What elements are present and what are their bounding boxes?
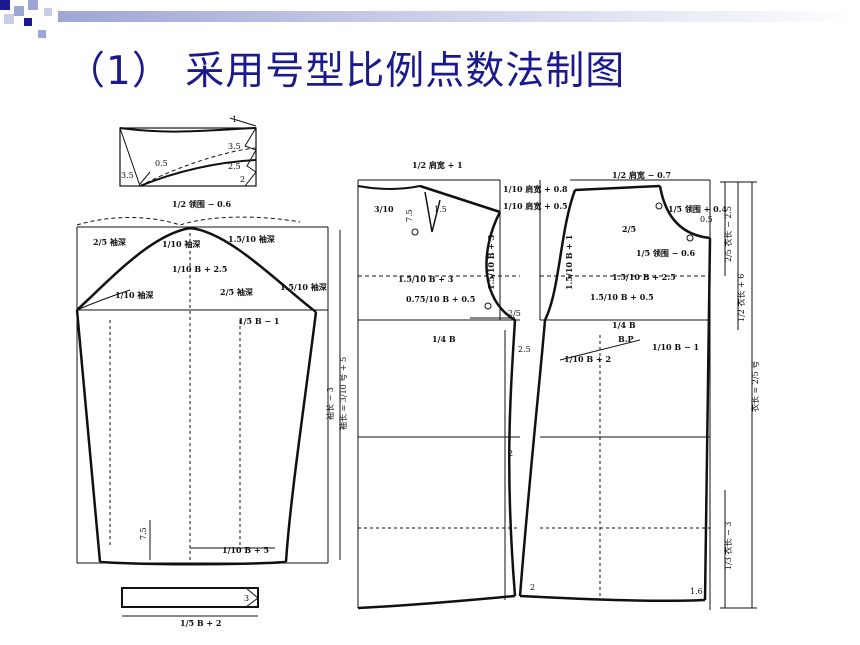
back-label-13: 2 [508, 449, 513, 458]
sleeve-label-7: 1/10 袖深 [115, 290, 153, 300]
sleeve-label-8: 1/5 B − 1 [238, 316, 279, 326]
front-label-12: 1/10 B − 1 [652, 342, 699, 352]
front-label-8: 1.5/10 B + 0.5 [590, 292, 654, 302]
side-dim-label-2: 1/2 衣长 + 6 [736, 274, 746, 322]
sleeve-label-3: 1.5/10 袖深 [228, 234, 275, 244]
back-label-6: 1/10 肩宽 + 0.5 [503, 201, 568, 211]
collar-label-6: 2 [240, 175, 245, 184]
back-label-1: 1/2 肩宽 + 1 [412, 160, 463, 170]
sleeve-label-6: 1.5/10 袖深 [280, 282, 327, 292]
front-label-10: B.P [618, 334, 634, 344]
back-label-3: 7.5 [405, 209, 414, 222]
front-label-1: 1/2 肩宽 − 0.7 [612, 170, 671, 180]
front-label-2: 1/5 领围 + 0.4 [668, 204, 727, 214]
collar-pattern [119, 117, 257, 187]
back-label-9: 0.75/10 B + 0.5 [406, 294, 475, 304]
collar-label-2: 3.5 [228, 142, 241, 151]
sleeve-label-11: 7.5 [139, 527, 148, 540]
collar-label-1: 1 [232, 115, 237, 124]
front-label-6: 1.5/10 B + 1 [564, 235, 574, 290]
collar-label-7: 1/2 领围 − 0.6 [172, 199, 231, 209]
corner-bullet-icon [0, 0, 858, 38]
sleeve-label-9: 袖长 − 3 [325, 387, 335, 420]
sleeve-label-2: 1/10 袖深 [162, 239, 200, 249]
collar-label-5: 3.5 [121, 171, 134, 180]
front-label-11: 1/10 B + 2 [564, 354, 611, 364]
side-dim-label-1: 2/5 衣长 − 2.5 [723, 206, 733, 262]
back-label-11: 1/4 B [432, 334, 456, 344]
back-label-12: 2.5 [518, 345, 531, 354]
front-label-3: 0.5 [700, 215, 713, 224]
back-label-7: 1.5/10 B + 3 [398, 274, 454, 284]
cuff-label-2: 1/5 B + 2 [180, 618, 221, 628]
sleeve-pattern [75, 216, 341, 566]
back-bodice-pattern [357, 179, 520, 610]
collar-label-4: 0.5 [155, 159, 168, 168]
side-dimension-lines [720, 181, 757, 609]
sleeve-label-5: 2/5 袖深 [220, 287, 253, 297]
collar-label-3: 2.5 [228, 162, 241, 171]
front-label-13: 2 [530, 583, 535, 592]
sleeve-label-1: 2/5 袖深 [93, 237, 126, 247]
sleeve-label-4: 1/10 B + 2.5 [172, 264, 227, 274]
sleeve-label-10: 袖长 = 3/10 号 + 5 [338, 357, 348, 430]
front-label-4: 2/5 [622, 224, 636, 234]
front-label-9: 1/4 B [612, 320, 636, 330]
front-label-7: 1.5/10 B + 2.5 [612, 272, 676, 282]
slide-corner-decoration [0, 0, 860, 50]
back-label-10: 2/5 [508, 309, 521, 318]
back-label-5: 1/10 肩宽 + 0.8 [503, 184, 568, 194]
side-dim-label-4: 1/3 衣长 − 3 [723, 522, 733, 570]
front-label-5: 1/5 领围 − 0.6 [636, 248, 695, 258]
back-label-2: 3/10 [374, 204, 394, 214]
front-label-14: 1.6 [690, 587, 703, 596]
cuff-pattern [121, 587, 259, 617]
back-label-4: 1.5 [434, 205, 447, 214]
cuff-label-1: 3 [244, 594, 249, 603]
front-bodice-pattern [411, 179, 712, 610]
sleeve-label-12: 1/10 B + 5 [222, 545, 269, 555]
slide-title: （1） 采用号型比例点数法制图 [66, 49, 626, 94]
back-label-8: 1.5/10 B + 3 [486, 234, 496, 290]
side-dim-label-3: 衣长 = 2/5 号 [750, 361, 760, 412]
